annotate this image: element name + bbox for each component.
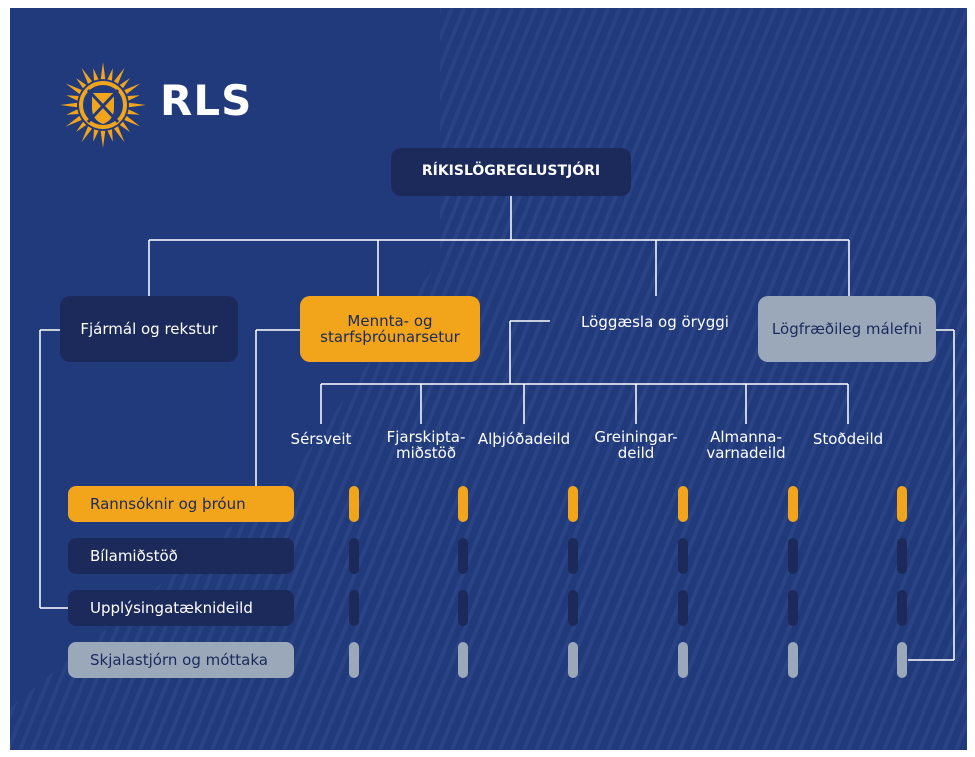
- row-rannsoknir-label: Rannsóknir og þróun: [90, 495, 246, 513]
- bar-r4-c2: [458, 642, 468, 678]
- dept-fjarskiptamidstod: Fjarskipta-miðstöð: [386, 428, 466, 462]
- node-logfraedileg: Lögfræðileg málefni: [758, 296, 936, 362]
- row-skjalastjorn: Skjalastjórn og móttaka: [68, 642, 294, 678]
- node-loggaesla-label: Löggæsla og öryggi: [581, 312, 729, 331]
- node-fjarmal-label: Fjármál og rekstur: [80, 319, 218, 338]
- row-bilamidstod-label: Bílamiðstöð: [90, 547, 178, 565]
- dept-almannavarnadeild: Almanna-varnadeild: [706, 428, 786, 462]
- bar-r4-c4: [678, 642, 688, 678]
- bar-r1-c4: [678, 486, 688, 522]
- org-chart-canvas: RLS: [10, 8, 967, 750]
- bar-r4-c3: [568, 642, 578, 678]
- bar-r1-c6: [897, 486, 907, 522]
- dept-althjodadeild: Alþjóðadeild: [477, 430, 571, 448]
- bar-r2-c1: [349, 538, 359, 574]
- bar-r2-c2: [458, 538, 468, 574]
- bar-r2-c5: [788, 538, 798, 574]
- bar-r1-c5: [788, 486, 798, 522]
- bar-r3-c6: [897, 590, 907, 626]
- brand-name: RLS: [160, 76, 253, 125]
- bar-r1-c2: [458, 486, 468, 522]
- top-node-label: RÍKISLÖGREGLUSTJÓRI: [421, 163, 601, 180]
- node-fjarmal: Fjármál og rekstur: [60, 296, 238, 362]
- background-pattern: [10, 8, 967, 750]
- node-loggaesla: Löggæsla og öryggi: [550, 308, 760, 336]
- bar-r1-c1: [349, 486, 359, 522]
- bar-r2-c3: [568, 538, 578, 574]
- row-rannsoknir: Rannsóknir og þróun: [68, 486, 294, 522]
- connector-lines: [39, 196, 955, 661]
- bar-r3-c4: [678, 590, 688, 626]
- bar-r3-c3: [568, 590, 578, 626]
- row-upplysingataeknideild-label: Upplýsingatæknideild: [90, 599, 253, 617]
- row-bilamidstod: Bílamiðstöð: [68, 538, 294, 574]
- bar-r2-c4: [678, 538, 688, 574]
- bar-r4-c1: [349, 642, 359, 678]
- dept-sersveit: Sérsveit: [290, 430, 352, 448]
- bar-r4-c6: [897, 642, 907, 678]
- bar-r4-c5: [788, 642, 798, 678]
- row-skjalastjorn-label: Skjalastjórn og móttaka: [90, 651, 268, 669]
- dept-stoddeild: Stoðdeild: [812, 430, 884, 448]
- node-logfraedileg-label: Lögfræðileg málefni: [771, 319, 923, 338]
- row-upplysingataeknideild: Upplýsingatæknideild: [68, 590, 294, 626]
- bar-r3-c5: [788, 590, 798, 626]
- dept-greiningardeild: Greiningar-deild: [594, 428, 678, 462]
- bar-r2-c6: [897, 538, 907, 574]
- bar-r1-c3: [568, 486, 578, 522]
- bar-r3-c1: [349, 590, 359, 626]
- rls-logo-icon: [60, 62, 146, 148]
- top-node: RÍKISLÖGREGLUSTJÓRI: [391, 148, 631, 196]
- bar-r3-c2: [458, 590, 468, 626]
